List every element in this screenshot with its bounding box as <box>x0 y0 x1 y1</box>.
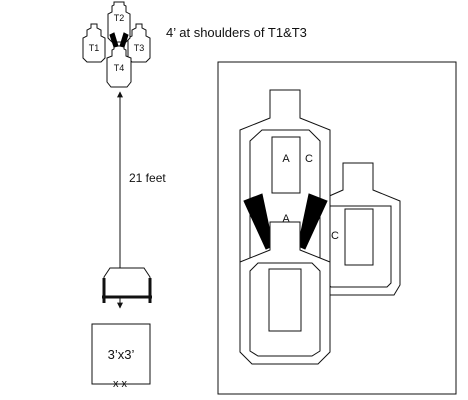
shooting-box <box>91 323 151 385</box>
target-t1-label: T1 <box>89 43 100 53</box>
detail-zone-c-upper: C <box>305 153 313 165</box>
detail-target-lower: A <box>239 213 331 365</box>
target-t2-label: T2 <box>114 13 125 23</box>
detail-wedge-right <box>297 193 328 250</box>
detail-zone-a-lower: A <box>282 213 290 225</box>
detail-zone-a-upper: A <box>282 153 290 165</box>
detail-targets: C A C A <box>239 89 401 365</box>
detail-target-upper: A C <box>239 89 331 301</box>
target-t2: T2 <box>107 1 131 43</box>
shooting-box-label: 3’x3’ <box>108 347 135 362</box>
target-t4: T4 <box>106 45 132 88</box>
target-t1: T1 <box>82 23 106 63</box>
distance-label: 21 feet <box>129 171 166 185</box>
detail-zone-c-right: C <box>331 230 339 242</box>
target-t3-label: T3 <box>134 43 145 53</box>
target-t3: T3 <box>127 23 151 63</box>
mini-wedge-right <box>119 32 129 48</box>
spacing-note: 4’ at shoulders of T1&T3 <box>166 25 307 40</box>
barricade <box>102 267 152 303</box>
top-target-cluster: T1 T3 T2 T4 <box>82 1 151 88</box>
mini-wedge-left <box>109 32 119 48</box>
target-t4-label: T4 <box>114 63 125 73</box>
foot-marks: x x <box>113 378 128 390</box>
